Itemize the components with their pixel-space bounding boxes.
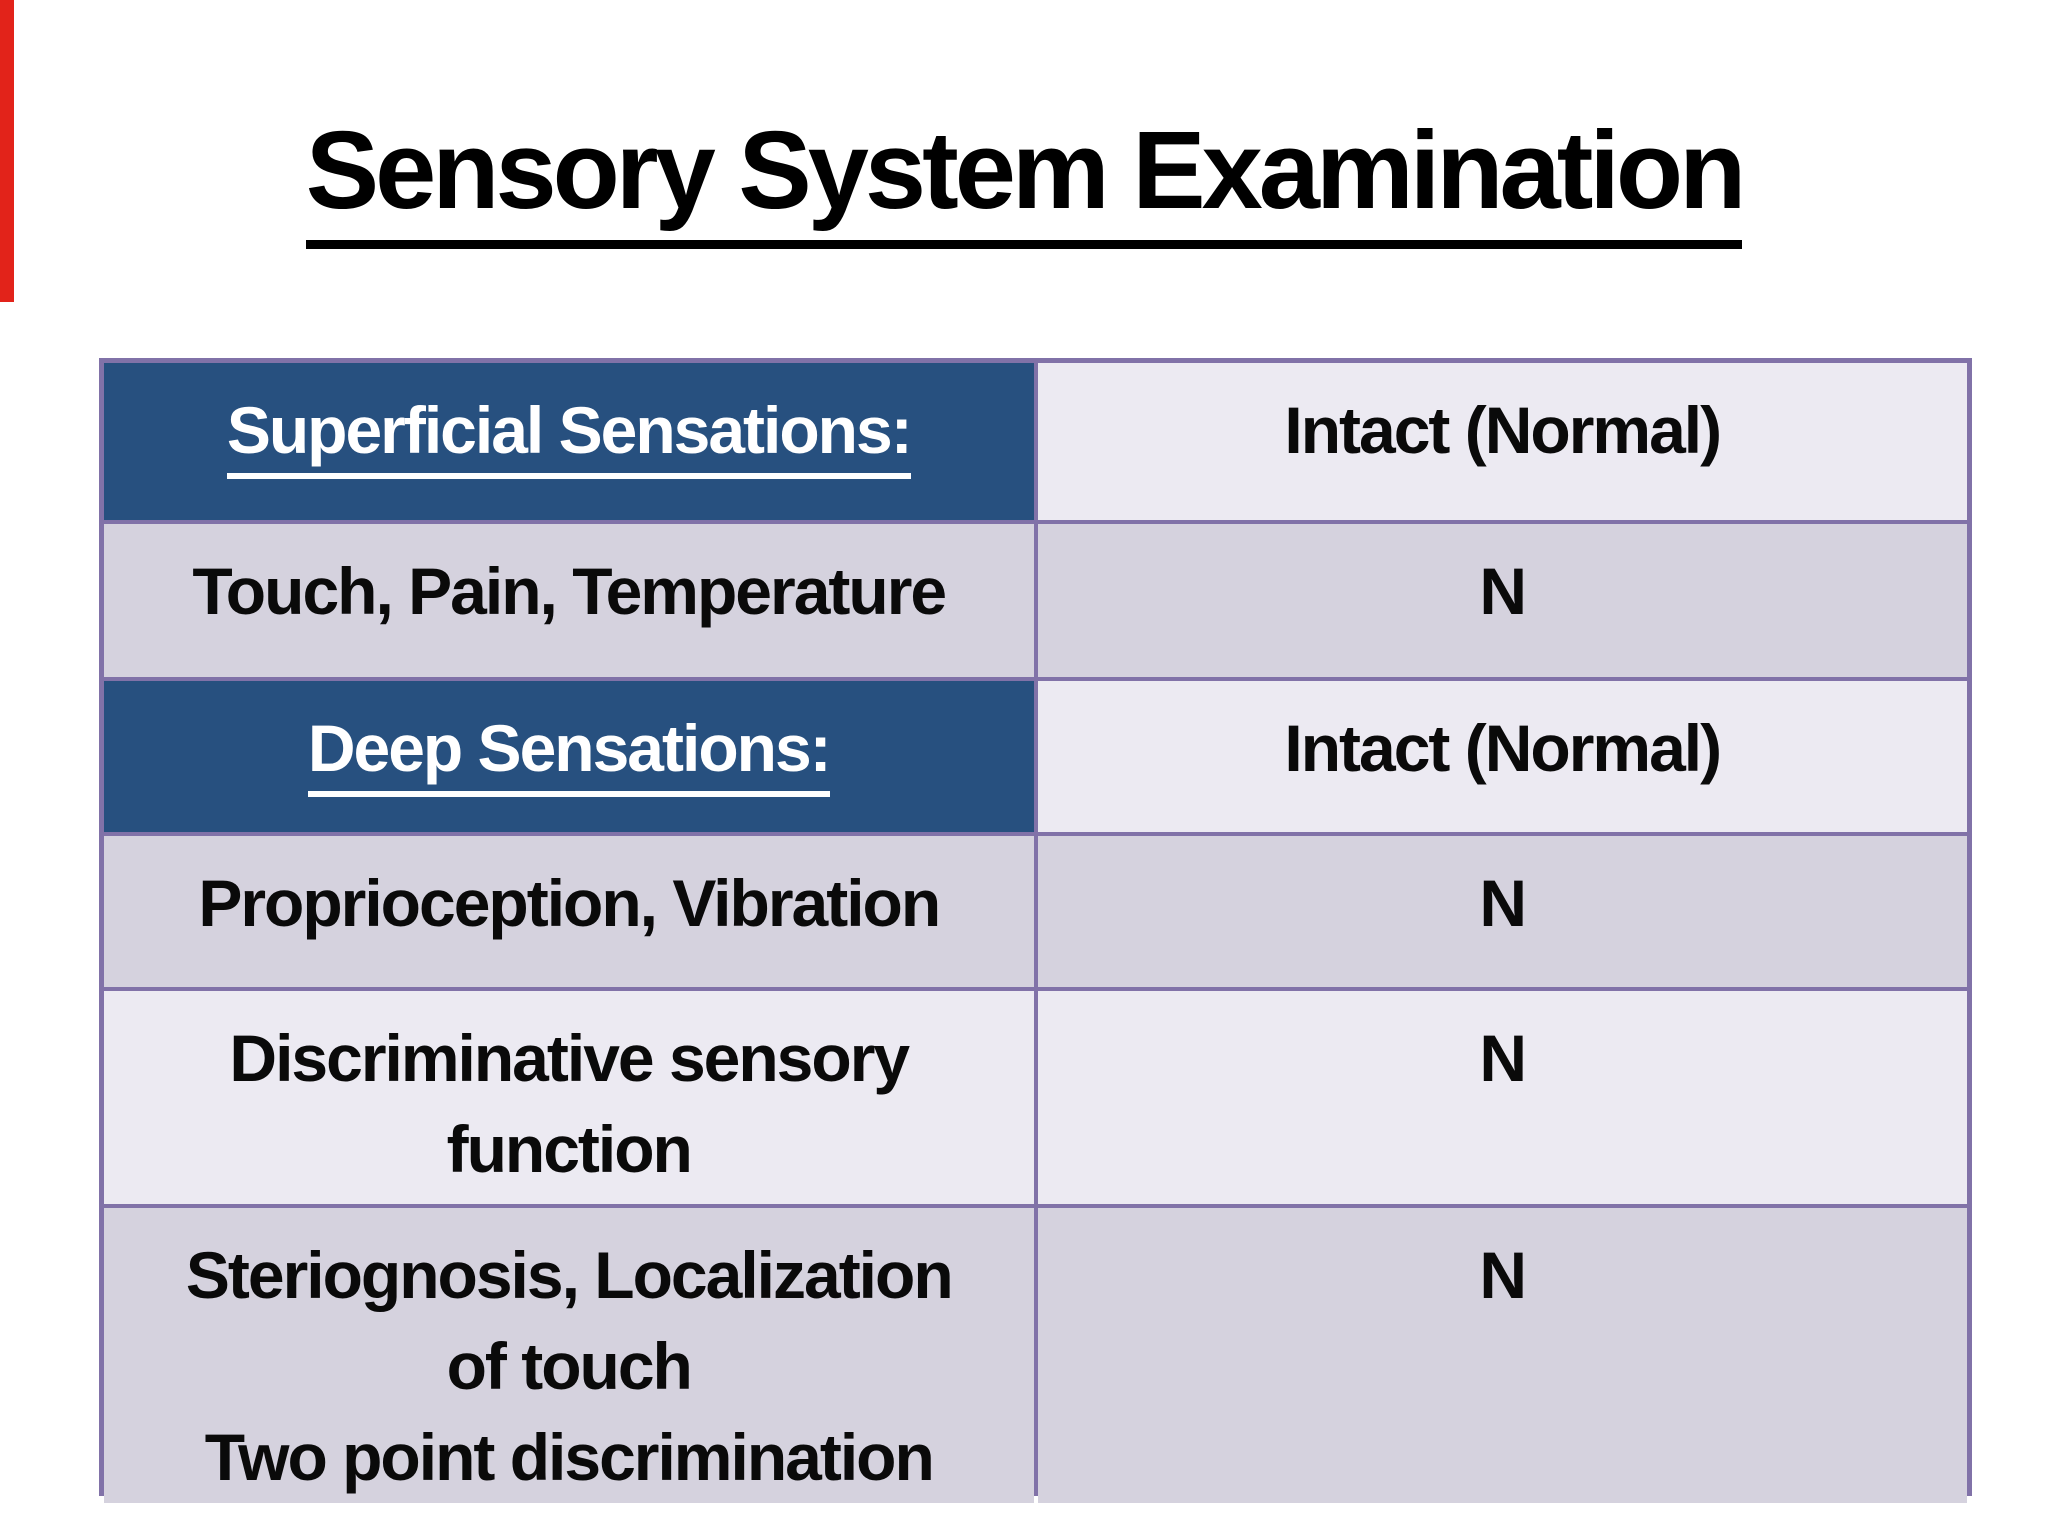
table-row-3-value-cell: N bbox=[1037, 836, 1967, 987]
table-row-0-value-cell: Intact (Normal) bbox=[1037, 363, 1967, 520]
table-row-4-label-cell: Discriminative sensory function bbox=[104, 991, 1034, 1204]
cell-line: Two point discrimination bbox=[204, 1420, 935, 1495]
table-row-1-value-cell: N bbox=[1037, 524, 1967, 677]
table-row-4-value-cell: N bbox=[1037, 991, 1967, 1204]
page-title: Sensory System Examination bbox=[0, 108, 2048, 249]
page-title-text: Sensory System Examination bbox=[305, 109, 1746, 249]
cell-line: Touch, Pain, Temperature bbox=[192, 554, 947, 628]
cell-line: Superficial Sensations: bbox=[116, 385, 1022, 479]
cell-line: Discriminative sensory bbox=[229, 1021, 910, 1095]
cell-line: Deep Sensations: bbox=[116, 703, 1022, 797]
cell-line: Steriognosis, Localization bbox=[185, 1238, 954, 1312]
cell-line: of touch bbox=[446, 1329, 693, 1404]
table-row-2-value-cell: Intact (Normal) bbox=[1037, 681, 1967, 832]
table-row-2-label-cell: Deep Sensations: bbox=[104, 681, 1034, 832]
table-row-5-value-cell: N bbox=[1037, 1208, 1967, 1504]
cell-line: Proprioception, Vibration bbox=[198, 866, 941, 940]
table-row-3-label-cell: Proprioception, Vibration bbox=[104, 836, 1034, 987]
cell-line: function bbox=[446, 1112, 693, 1187]
left-edge-red-mark bbox=[0, 0, 14, 302]
table-row-1-label-cell: Touch, Pain, Temperature bbox=[104, 524, 1034, 677]
sensory-exam-table: Superficial Sensations:Intact (Normal)To… bbox=[99, 358, 1972, 1504]
table-row-0-label-cell: Superficial Sensations: bbox=[104, 363, 1034, 520]
